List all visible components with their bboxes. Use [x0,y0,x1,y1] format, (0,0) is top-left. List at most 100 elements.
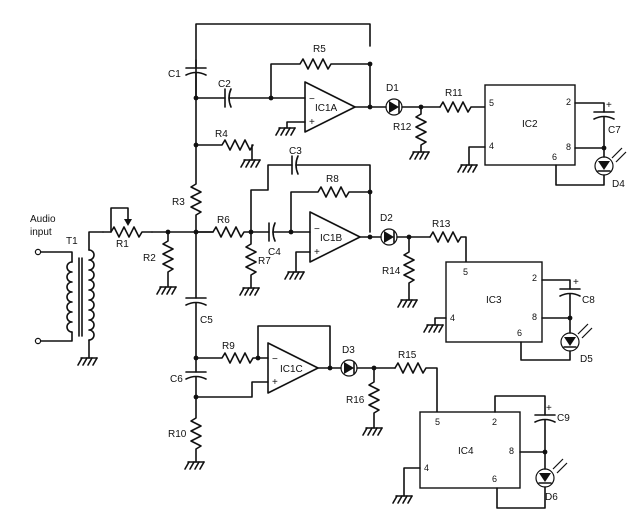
input-terminal-bottom [34,337,42,345]
c7-capacitor: + C7 [593,100,621,136]
d3-diode: D3 [340,345,358,377]
label-ic1a: IC1A [315,103,338,114]
opamp-ic1c: − + IC1C [267,342,319,394]
ground-symbol-ic4 [392,495,413,504]
transformer-primary [66,261,73,333]
r1-potentiometer: R1 [102,207,153,250]
label-r1: R1 [116,239,129,250]
label-c1: C1 [168,69,181,80]
label-d2: D2 [380,213,393,224]
ic3-pin-8: 8 [532,312,537,322]
c8-capacitor: + C8 [559,277,595,306]
ic1a-minus-sign: − [309,94,315,105]
opamp-ic1a: − + IC1A [304,81,356,133]
label-c5: C5 [200,315,213,326]
ic4-pin-2: 2 [492,417,497,427]
label-r7: R7 [258,256,271,267]
label-c4: C4 [268,247,281,258]
audio-input-section: Audio input T1 [30,214,104,366]
c8-plus-sign: + [573,277,579,288]
ic2-pin-2: 2 [566,97,571,107]
label-d6: D6 [545,492,558,503]
c4-capacitor: C4 [250,222,292,258]
ground-symbol-ic1b [284,271,305,280]
r5-resistor: R5 [270,44,371,109]
r14-resistor: R14 [382,236,418,308]
r7-resistor: R7 [239,231,271,296]
ground-symbol-ic3 [423,324,444,333]
label-r15: R15 [398,350,417,361]
r4-resistor: R4 [195,129,261,168]
r11-resistor: R11 [439,88,486,113]
label-r2: R2 [143,253,156,264]
label-c3: C3 [289,146,302,157]
label-ic1c: IC1C [280,364,303,375]
c5-capacitor: C5 [185,231,213,359]
r8-resistor: R8 [290,174,371,233]
label-d3: D3 [342,345,355,356]
ground-symbol-ic1a [275,127,296,136]
d2-diode: D2 [380,213,398,246]
ground-symbol-ic2 [457,164,478,173]
ic3-pin-6: 6 [517,328,522,338]
r9-resistor: R9 [195,341,259,364]
ic1b-plus-sign: + [314,247,320,258]
c3-capacitor: C3 [289,146,371,233]
ic2-pin-6: 6 [552,152,557,162]
opamp-ic1b: − + IC1B [309,211,361,263]
label-ic3: IC3 [486,295,502,306]
label-r11: R11 [445,88,463,99]
ic3-pin-5: 5 [463,267,468,277]
ic4-chip: IC4 5 4 2 8 6 [419,411,521,489]
label-ic2: IC2 [522,119,538,130]
ic2-pin-5: 5 [489,98,494,108]
input-terminal-top [34,248,42,256]
c7-plus-sign: + [606,100,612,111]
r3-resistor: R3 [172,144,202,233]
ic4-pin-4: 4 [424,463,429,473]
r6-resistor: R6 [195,215,252,238]
label-ic1b: IC1B [320,233,343,244]
label-c6: C6 [170,374,183,385]
label-r12: R12 [393,122,412,133]
c2-capacitor: C2 [195,79,272,108]
c6-capacitor: C6 [170,357,207,398]
label-d5: D5 [580,354,593,365]
ic4-pin-5: 5 [435,417,440,427]
label-c8: C8 [582,295,595,306]
label-r5: R5 [313,44,326,55]
label-c2: C2 [218,79,231,90]
label-r10: R10 [168,429,187,440]
label-c9: C9 [557,413,570,424]
d5-led: D5 [560,323,593,365]
r2-resistor: R2 [143,231,177,295]
r15-resistor: R15 [394,350,438,413]
d6-led: D6 [535,458,568,503]
ic2-pin-4: 4 [489,141,494,151]
ic1a-plus-sign: + [309,117,315,128]
r16-resistor: R16 [346,367,383,436]
c1-capacitor: C1 [168,59,207,99]
audio-input-label-line1: Audio [30,214,56,225]
ic3-pin-4: 4 [450,313,455,323]
ic1c-plus-sign: + [272,377,278,388]
ic2-pin-8: 8 [566,142,571,152]
label-r4: R4 [215,129,228,140]
label-r14: R14 [382,266,401,277]
d4-led: D4 [594,147,627,190]
ic2-chip: IC2 5 4 2 8 6 [484,84,576,166]
r10-resistor: R10 [168,396,205,470]
ic3-pin-2: 2 [532,273,537,283]
label-ic4: IC4 [458,446,474,457]
audio-input-label-line2: input [30,227,52,238]
ic1b-minus-sign: − [314,224,320,235]
ground-symbol-t1 [77,357,98,366]
r13-resistor: R13 [429,219,467,263]
d1-diode: D1 [385,83,403,116]
c9-plus-sign: + [546,403,552,414]
c9-capacitor: + C9 [534,403,570,424]
label-r16: R16 [346,395,365,406]
ic1c-minus-sign: − [272,354,278,365]
